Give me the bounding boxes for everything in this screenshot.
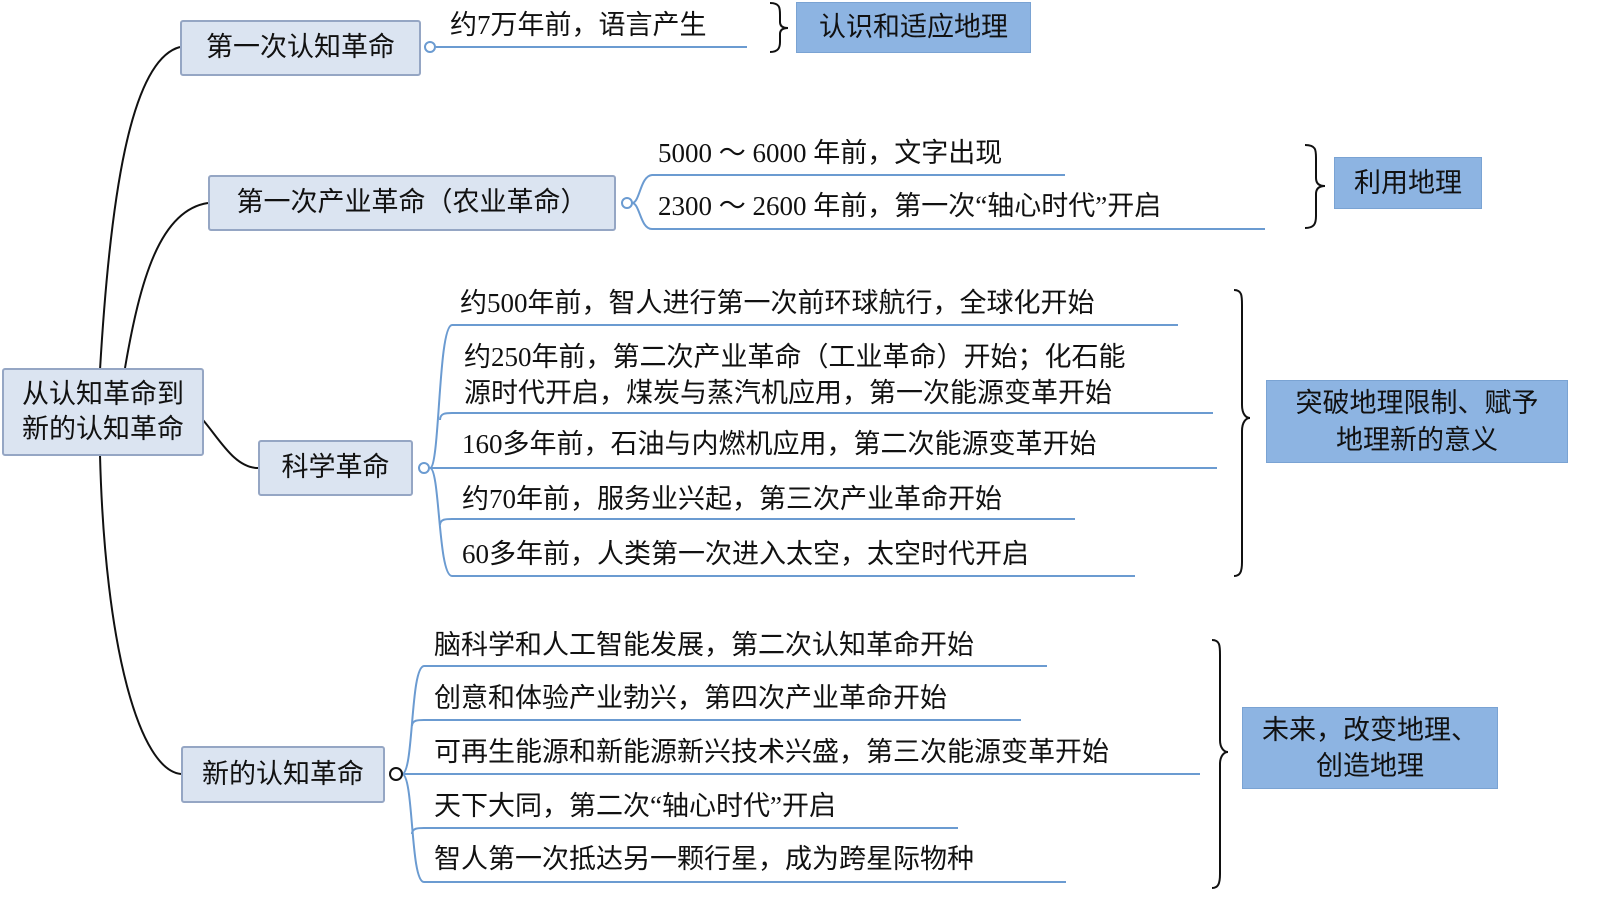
collapse-toggle-2: [621, 197, 633, 209]
collapse-toggle-1: [424, 41, 436, 53]
branch-first-cognitive-revolution[interactable]: 第一次认知革命: [180, 20, 421, 76]
leaf-item[interactable]: 创意和体验产业勃兴，第四次产业革命开始: [434, 683, 947, 713]
leaf-item[interactable]: 5000 ～ 6000 年前，文字出现: [658, 138, 1003, 168]
collapse-toggle-3: [418, 462, 430, 474]
branch-new-cognitive-revolution[interactable]: 新的认知革命: [181, 746, 385, 803]
leaf-item[interactable]: 约500年前，智人进行第一次前环球航行，全球化开始: [460, 288, 1095, 318]
leaf-item[interactable]: 约250年前，第二次产业革命（工业革命）开始；化石能: [464, 342, 1126, 372]
leaf-item[interactable]: 60多年前，人类第一次进入太空，太空时代开启: [462, 539, 1029, 569]
branch-label: 新的认知革命: [202, 758, 364, 789]
summary-box-3[interactable]: 突破地理限制、赋予地理新的意义: [1266, 380, 1568, 463]
branch-label: 第一次产业革命（农业革命）: [236, 187, 588, 218]
collapse-toggle-4: [389, 767, 403, 781]
brace-2: [1304, 144, 1326, 229]
leaf-item-continued[interactable]: 源时代开启，煤炭与蒸汽机应用，第一次能源变革开始: [464, 378, 1112, 408]
brace-4: [1211, 639, 1229, 889]
leaf-item[interactable]: 智人第一次抵达另一颗行星，成为跨星际物种: [434, 844, 974, 874]
brace-1: [769, 2, 789, 53]
summary-box-4[interactable]: 未来，改变地理、创造地理: [1242, 707, 1498, 789]
leaf-item[interactable]: 2300 ～ 2600 年前，第一次“轴心时代”开启: [658, 191, 1162, 221]
summary-text: 地理新的意义: [1336, 424, 1498, 455]
summary-text: 未来，改变地理、: [1262, 714, 1478, 745]
root-connector-3: [202, 419, 259, 469]
root-connector-2: [124, 202, 209, 369]
brace-3: [1233, 289, 1251, 577]
summary-text: 突破地理限制、赋予: [1295, 388, 1539, 419]
leaf-item[interactable]: 脑科学和人工智能发展，第二次认知革命开始: [434, 630, 974, 660]
leaf-item[interactable]: 可再生能源和新能源新兴技术兴盛，第三次能源变革开始: [434, 737, 1109, 767]
root-node[interactable]: 从认知革命到 新的认知革命: [2, 368, 204, 456]
root-line-2: 新的认知革命: [22, 414, 184, 444]
summary-text: 利用地理: [1354, 167, 1462, 198]
branch-scientific-revolution[interactable]: 科学革命: [258, 440, 413, 496]
summary-box-1[interactable]: 认识和适应地理: [796, 2, 1031, 53]
leaf-item[interactable]: 160多年前，石油与内燃机应用，第二次能源变革开始: [462, 429, 1097, 459]
summary-text: 认识和适应地理: [819, 12, 1008, 43]
root-connector-4: [99, 454, 182, 775]
leaf-item[interactable]: 约70年前，服务业兴起，第三次产业革命开始: [462, 484, 1002, 514]
leaf-item[interactable]: 约7万年前，语言产生: [450, 10, 707, 40]
summary-text: 创造地理: [1316, 751, 1424, 781]
root-line-1: 从认知革命到: [22, 378, 184, 409]
branch-label: 第一次认知革命: [206, 32, 395, 63]
branch-label: 科学革命: [281, 452, 390, 483]
summary-box-2[interactable]: 利用地理: [1334, 157, 1482, 209]
leaf-item[interactable]: 天下大同，第二次“轴心时代”开启: [434, 791, 836, 821]
root-connector-1: [99, 46, 181, 371]
branch-first-industrial-revolution[interactable]: 第一次产业革命（农业革命）: [208, 175, 616, 231]
